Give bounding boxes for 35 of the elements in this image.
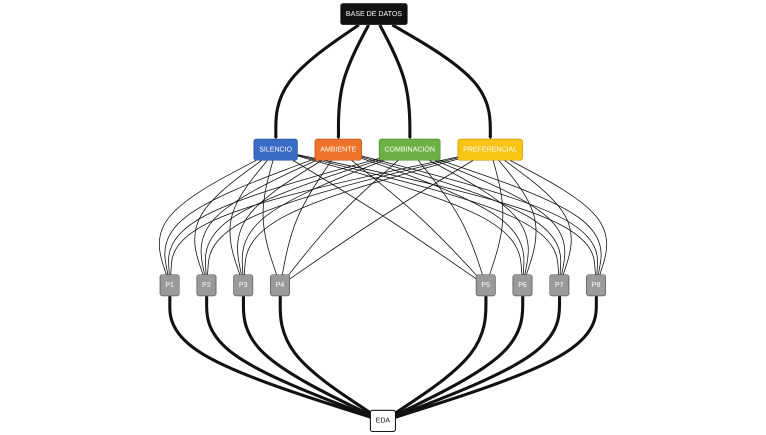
connector (361, 156, 598, 276)
connector (434, 160, 566, 276)
connector (351, 160, 478, 276)
connector (278, 296, 372, 414)
connector (282, 160, 332, 276)
connector (439, 160, 602, 276)
connector (361, 156, 562, 276)
connector (288, 160, 398, 276)
connector (204, 159, 380, 276)
connector (418, 160, 483, 276)
connector (262, 160, 278, 276)
connector (168, 296, 372, 419)
connector (194, 160, 262, 276)
connector (200, 160, 317, 276)
connector (164, 158, 316, 276)
connector (504, 160, 572, 276)
arrow (336, 24, 370, 140)
connector (394, 296, 488, 414)
connector (361, 158, 524, 276)
connector (489, 160, 504, 276)
connector (237, 160, 322, 276)
arrow (392, 24, 492, 140)
connector (498, 160, 536, 276)
connector (158, 160, 256, 276)
arrow (378, 24, 412, 140)
connector (168, 158, 380, 276)
connector (242, 160, 384, 276)
arrow (274, 24, 360, 140)
connector (510, 160, 608, 276)
connector (230, 160, 268, 276)
connector (395, 296, 598, 419)
connector (394, 296, 524, 416)
connector (244, 158, 459, 276)
connector (242, 296, 372, 416)
connector (429, 160, 529, 276)
